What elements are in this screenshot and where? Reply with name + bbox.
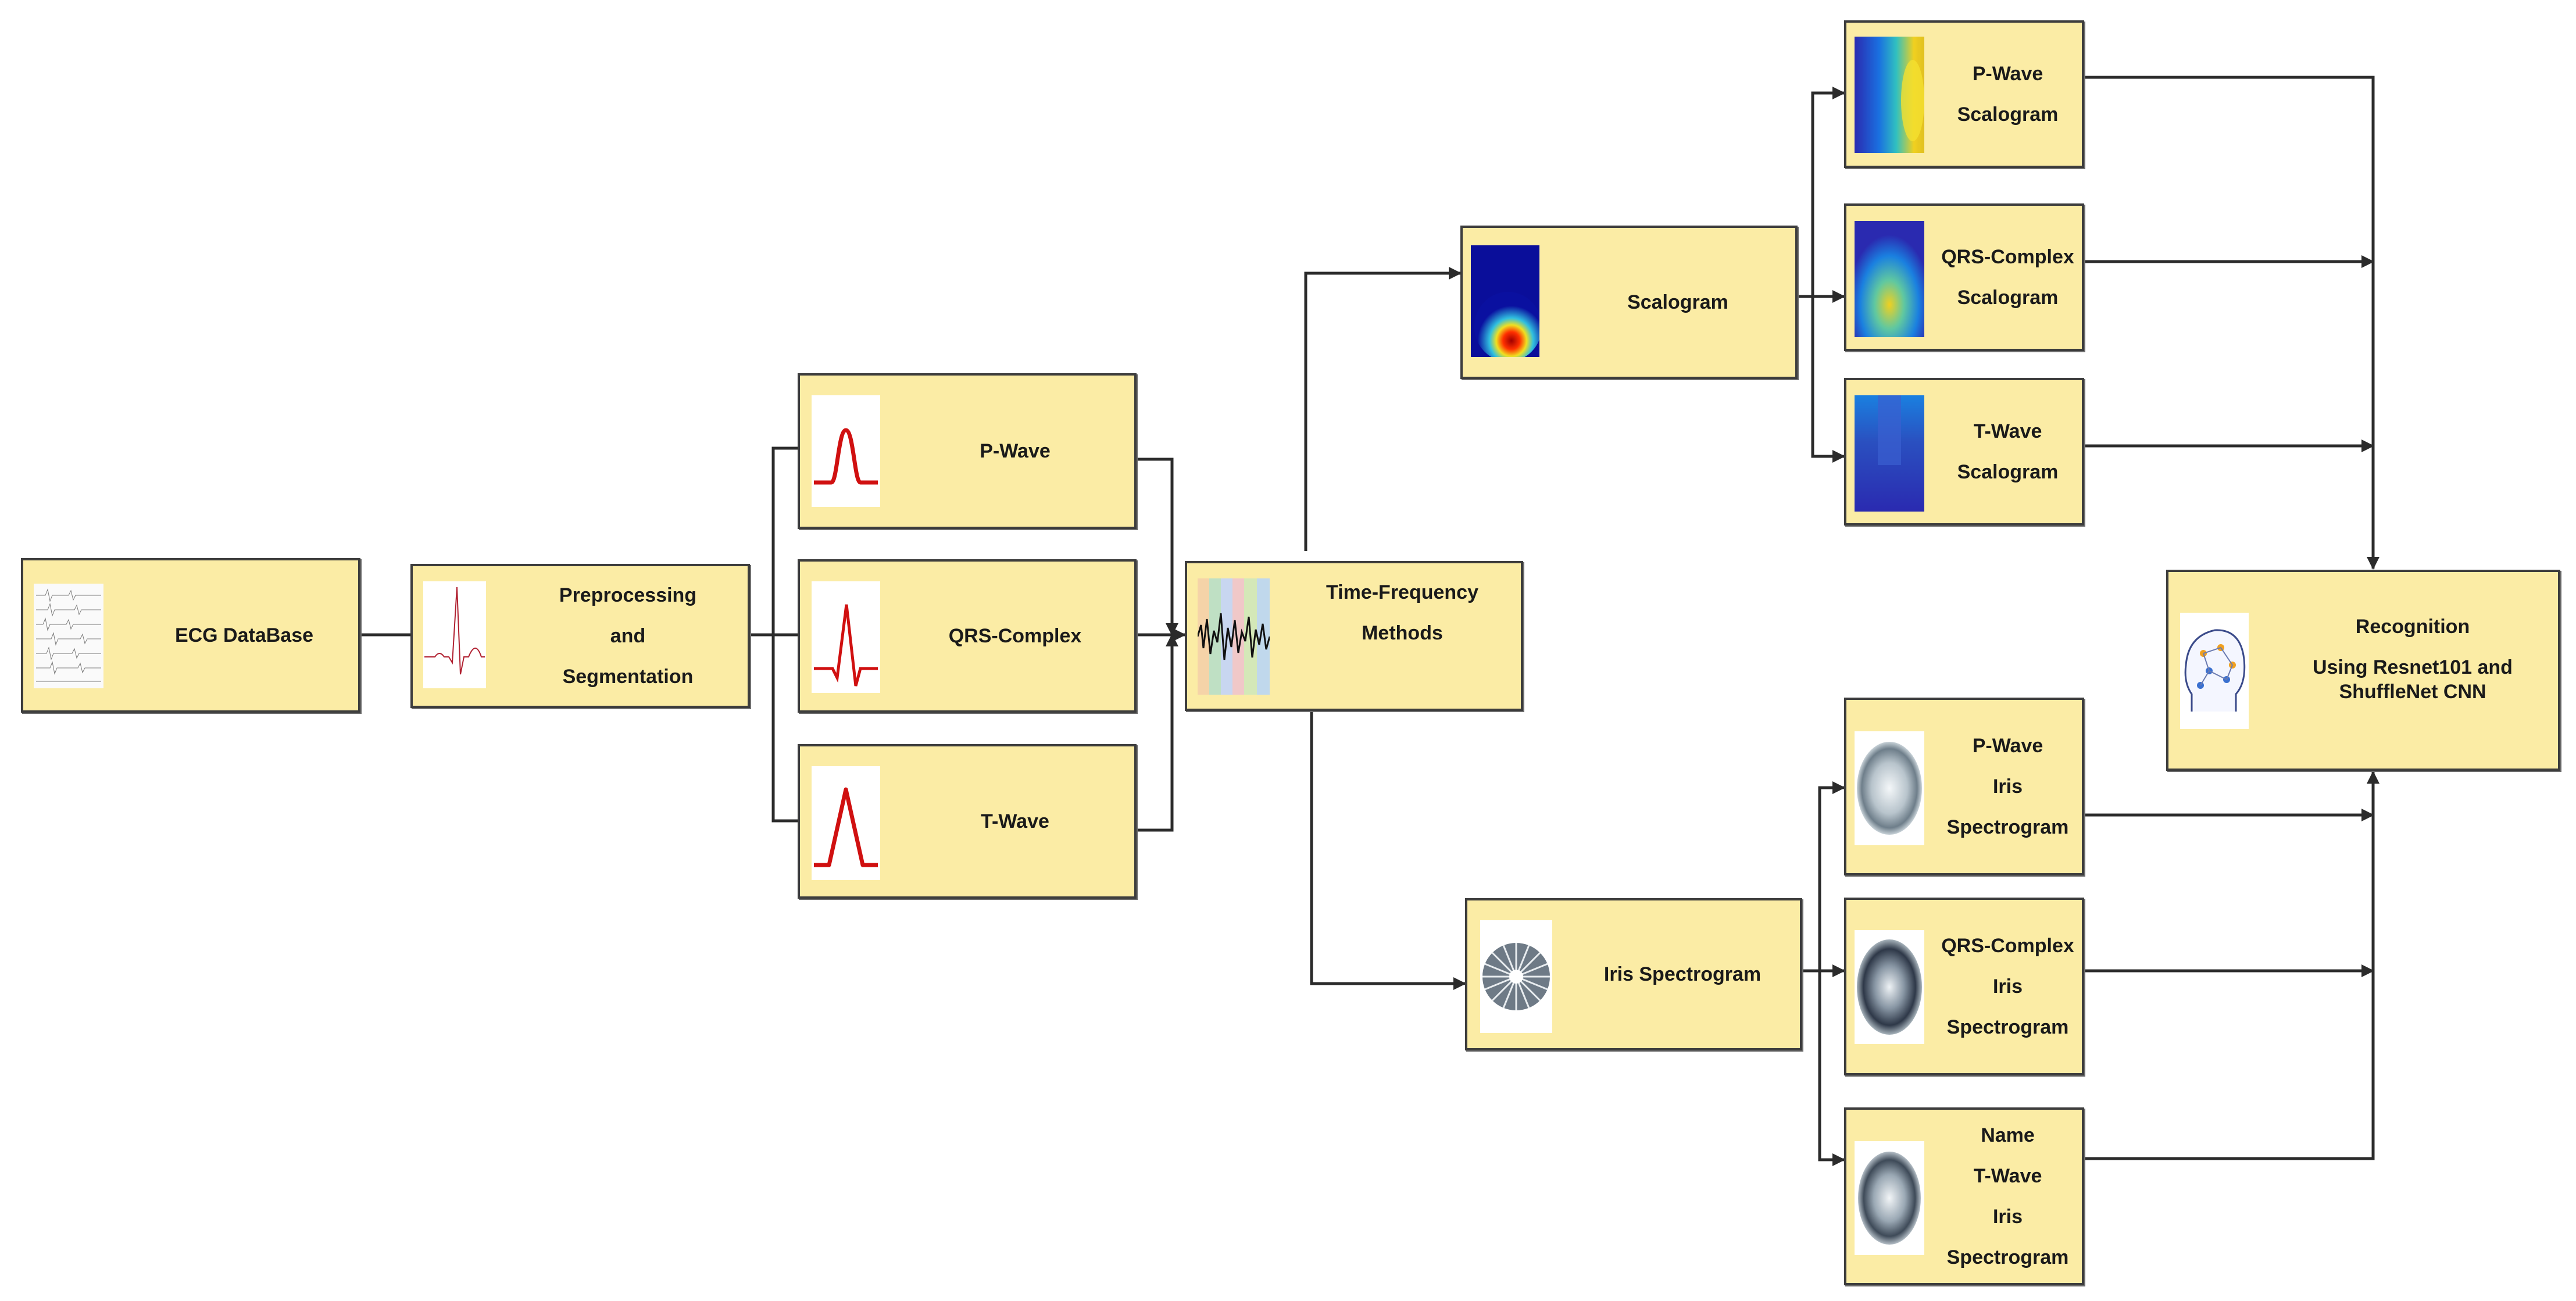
t-wave-iris-label-line3: Iris — [1992, 1206, 2023, 1228]
recognition-box: Recognition Using Resnet101 and ShuffleN… — [2166, 570, 2560, 771]
time-frequency-label-line1: Time-Frequency — [1325, 581, 1478, 603]
ecg-beat-icon — [423, 581, 486, 688]
recognition-label-line3: ShuffleNet CNN — [2339, 681, 2486, 703]
signal-waveform-icon — [1198, 578, 1270, 695]
ecg-database-box: ECG DataBase — [21, 558, 360, 713]
qrs-scalogram-heatmap-icon — [1855, 221, 1924, 337]
ecg-database-label: ECG DataBase — [174, 624, 314, 646]
p-wave-label: P-Wave — [980, 440, 1051, 462]
preprocessing-label-line1: Preprocessing — [559, 584, 697, 606]
iris-spectrogram-label: Iris Spectrogram — [1603, 963, 1762, 985]
edge-iris-to-t-wave-iris — [1818, 971, 1845, 1166]
qrs-scalogram-box: QRS-Complex Scalogram — [1844, 203, 2084, 351]
preprocessing-box: Preprocessing and Segmentation — [410, 564, 750, 708]
t-wave-scalogram-label-line1: T-Wave — [1973, 420, 2042, 442]
t-wave-box: T-Wave — [798, 744, 1137, 899]
qrs-iris-label-line3: Spectrogram — [1946, 1016, 2069, 1038]
edge-scalogram-to-t-wave-scalogram — [1811, 296, 1845, 463]
qrs-iris-label-line1: QRS-Complex — [1941, 935, 2074, 957]
scalogram-heatmap-icon — [1471, 245, 1539, 357]
edge-p-wave-to-time-frequency — [1137, 458, 1178, 636]
recognition-label-line1: Recognition — [2355, 616, 2470, 638]
qrs-iris-label-line2: Iris — [1992, 975, 2023, 998]
edge-t-wave-iris-to-recognition — [2084, 771, 2380, 1160]
edge-time-frequency-to-iris — [1310, 709, 1466, 990]
edge-p-wave-scalogram-to-recognition — [2084, 76, 2380, 570]
p-wave-scalogram-label-line2: Scalogram — [1957, 103, 2059, 126]
p-wave-box: P-Wave — [798, 373, 1137, 529]
qrs-complex-box: QRS-Complex — [798, 559, 1137, 713]
iris-spectrogram-icon — [1480, 920, 1552, 1033]
t-wave-iris-box: Name T-Wave Iris Spectrogram — [1844, 1107, 2084, 1285]
qrs-scalogram-label-line1: QRS-Complex — [1941, 246, 2074, 268]
ecg-records-icon — [34, 584, 103, 688]
t-wave-iris-label-line4: Spectrogram — [1946, 1246, 2069, 1268]
qrs-complex-label: QRS-Complex — [948, 625, 1082, 647]
qrs-scalogram-label-line2: Scalogram — [1957, 287, 2059, 309]
brain-network-icon — [2180, 613, 2249, 729]
t-wave-iris-spectrogram-icon — [1855, 1141, 1924, 1255]
edge-preprocessing-to-t-wave — [771, 635, 798, 823]
edge-time-frequency-to-scalogram — [1304, 267, 1462, 551]
edge-preprocessing-to-p-wave — [750, 446, 798, 637]
t-wave-iris-label-line2: T-Wave — [1973, 1165, 2042, 1187]
qrs-iris-box: QRS-Complex Iris Spectrogram — [1844, 898, 2084, 1075]
edge-iris-to-p-wave-iris — [1802, 781, 1845, 973]
preprocessing-label-line2: and — [610, 625, 646, 647]
p-wave-iris-label-line1: P-Wave — [1972, 735, 2043, 757]
iris-spectrogram-box: Iris Spectrogram — [1465, 898, 1802, 1050]
scalogram-label: Scalogram — [1627, 291, 1728, 313]
p-wave-scalogram-label-line1: P-Wave — [1972, 63, 2043, 85]
scalogram-box: Scalogram — [1460, 226, 1798, 379]
qrs-iris-spectrogram-icon — [1855, 930, 1924, 1044]
t-wave-scalogram-box: T-Wave Scalogram — [1844, 378, 2084, 526]
p-wave-iris-spectrogram-icon — [1855, 731, 1924, 845]
time-frequency-label-line2: Methods — [1362, 622, 1443, 644]
t-wave-icon — [812, 766, 880, 880]
p-wave-iris-box: P-Wave Iris Spectrogram — [1844, 698, 2084, 875]
p-wave-scalogram-box: P-Wave Scalogram — [1844, 20, 2084, 168]
edge-scalogram-to-p-wave-scalogram — [1798, 87, 1845, 298]
p-wave-icon — [812, 395, 880, 507]
p-wave-iris-label-line3: Spectrogram — [1946, 816, 2069, 838]
t-wave-label: T-Wave — [981, 810, 1049, 832]
qrs-complex-icon — [812, 581, 880, 693]
time-frequency-box: Time-Frequency Methods — [1185, 561, 1523, 711]
edge-t-wave-to-time-frequency — [1137, 634, 1178, 832]
p-wave-scalogram-heatmap-icon — [1855, 37, 1924, 153]
t-wave-iris-label-line1: Name — [1981, 1124, 2035, 1146]
t-wave-scalogram-label-line2: Scalogram — [1957, 461, 2059, 483]
recognition-label-line2: Using Resnet101 and — [2313, 656, 2513, 678]
preprocessing-label-line3: Segmentation — [562, 666, 694, 688]
t-wave-scalogram-heatmap-icon — [1855, 395, 1924, 512]
p-wave-iris-label-line2: Iris — [1992, 775, 2023, 798]
